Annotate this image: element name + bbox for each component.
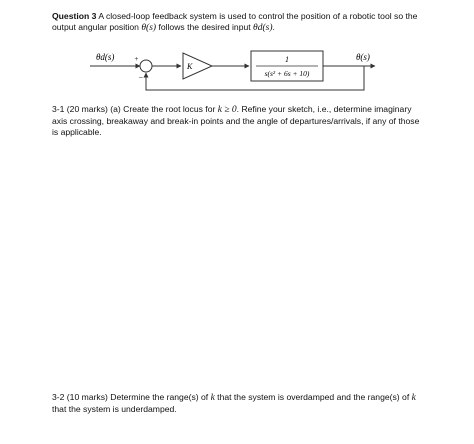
input-symbol: θd(s)	[253, 23, 273, 33]
part2-prefix: 3-2 (10 marks) Determine the range(s) of	[52, 392, 211, 402]
question-header: Question 3 A closed-loop feedback system…	[52, 11, 424, 34]
gain-label: K	[186, 62, 193, 71]
plant-numerator: 1	[285, 55, 289, 64]
input-label: θd(s)	[96, 52, 114, 62]
question-intro-end: .	[272, 22, 275, 32]
sum-plus-sign: +	[134, 55, 139, 63]
part2-k-2: k	[411, 393, 416, 403]
part1-prefix: 3-1 (20 marks) (a) Create the root locus…	[52, 104, 218, 114]
part1-condition: k ≥ 0	[217, 105, 237, 115]
output-label: θ(s)	[356, 52, 370, 62]
sum-minus-sign: −	[138, 73, 143, 82]
plant-denominator: s(s² + 6s + 10)	[265, 69, 310, 78]
part-3-2: 3-2 (10 marks) Determine the range(s) of…	[52, 392, 424, 415]
gain-block	[182, 52, 214, 80]
output-symbol: θ(s)	[141, 23, 157, 33]
question-intro-2: follows the desired input	[156, 22, 254, 32]
part-3-1: 3-1 (20 marks) (a) Create the root locus…	[52, 104, 424, 138]
question-intro: A closed-loop feedback system is used to…	[52, 11, 418, 32]
part2-middle: that the system is overdamped and the ra…	[214, 392, 412, 402]
feedback-path	[143, 66, 365, 91]
part1-text: . Refine your sketch, i.e., determine im…	[52, 104, 420, 137]
summing-junction	[139, 59, 153, 73]
part2-suffix: that the system is underdamped.	[52, 404, 177, 414]
plant-block	[250, 50, 324, 82]
question-label: Question 3	[52, 11, 97, 21]
part2-k-1: k	[210, 393, 215, 403]
